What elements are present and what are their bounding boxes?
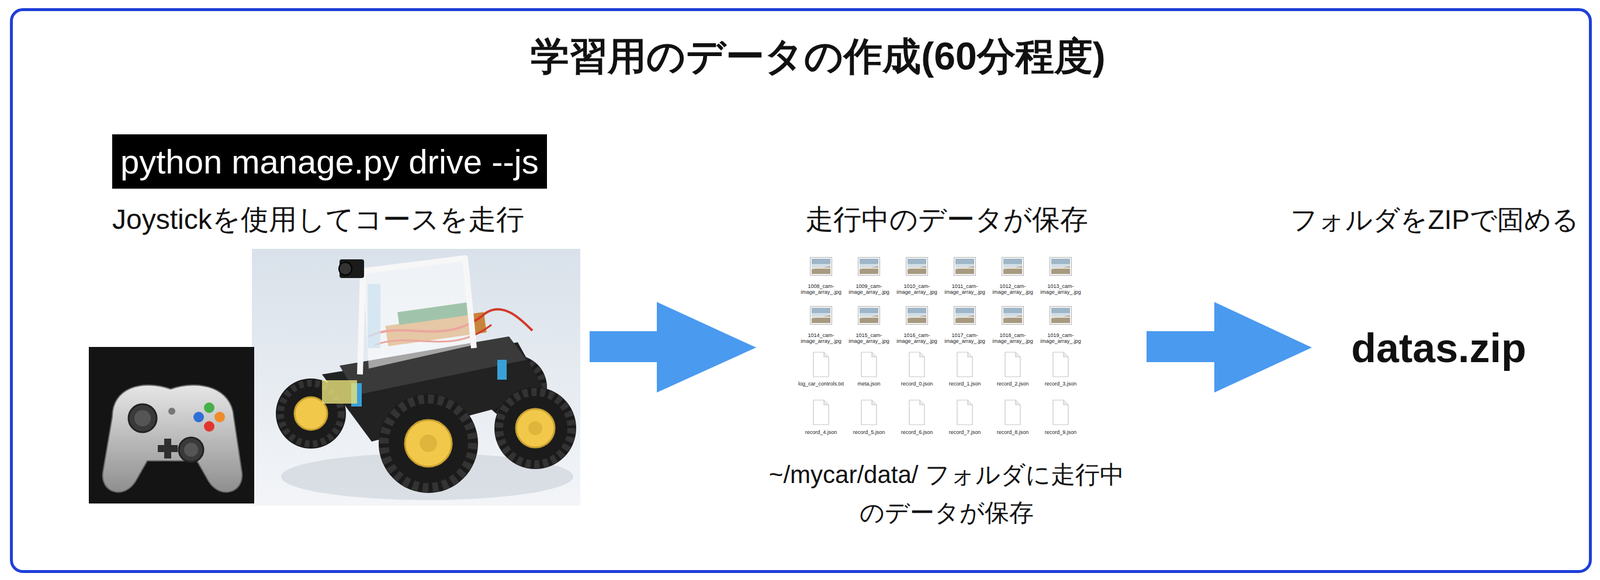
file-name: 1016_cam-image_array_.jpg [893,332,941,345]
file-name: 1009_cam-image_array_.jpg [845,283,893,296]
file-name: record_2.json [989,381,1037,387]
file-name: 1012_cam-image_array_.jpg [989,283,1037,296]
gamepad-photo [88,347,255,504]
file-name: 1008_cam-image_array_.jpg [797,283,845,296]
output-file-name: datas.zip [1351,323,1527,375]
command-box: python manage.py drive --js [112,134,547,189]
file-name: 1013_cam-image_array_.jpg [1037,283,1085,296]
file-name: record_4.json [797,429,845,436]
file-name: record_8.json [989,429,1037,436]
file-name: meta.json [845,381,893,387]
folder-note: ~/mycar/data/ フォルダに走行中 のデータが保存 [759,455,1134,532]
file-name: 1011_cam-image_array_.jpg [941,283,989,296]
diagram-title: 学習用のデータの作成(60分程度) [530,33,1106,80]
file-name: record_3.json [1037,381,1085,387]
file-name: 1015_cam-image_array_.jpg [845,332,893,345]
file-name: record_9.json [1037,429,1085,436]
step-caption: 走行中のデータが保存 [805,202,1089,238]
step-caption: フォルダをZIPで固める [1290,203,1579,238]
file-name: record_6.json [893,429,941,436]
file-name: log_car_controls.txt [797,381,845,387]
flow-arrow [589,302,757,393]
file-name: record_1.json [941,381,989,387]
file-name: 1018_cam-image_array_.jpg [989,332,1037,345]
file-name: record_5.json [845,429,893,436]
file-name: record_0.json [893,381,941,387]
file-name: 1017_cam-image_array_.jpg [941,332,989,345]
file-name: 1010_cam-image_array_.jpg [893,283,941,296]
flow-arrow [1146,302,1312,393]
car-photo [251,248,581,507]
command-text: python manage.py drive --js [120,134,539,189]
step-caption: Joystickを使用してコースを走行 [112,202,525,238]
file-icons [810,257,1072,426]
file-name: record_7.json [941,429,989,436]
file-name: 1019_cam-image_array_.jpg [1037,332,1085,345]
file-name: 1014_cam-image_array_.jpg [797,332,845,345]
